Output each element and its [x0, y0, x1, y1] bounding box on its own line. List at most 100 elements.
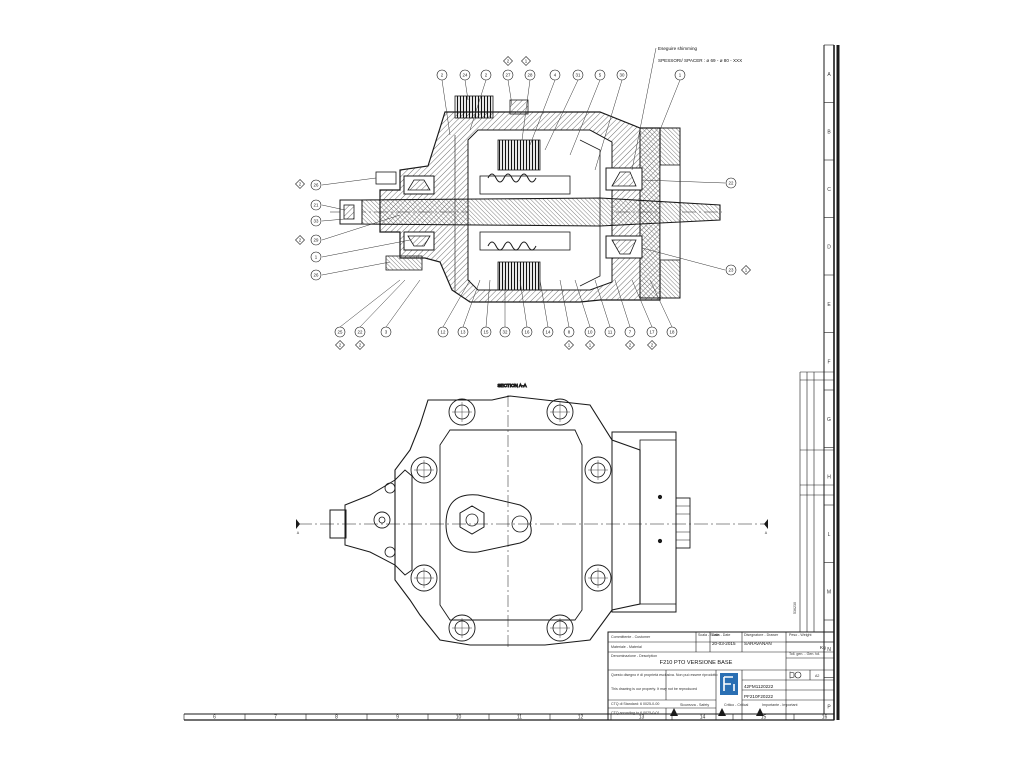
material-label: Materiale - Material	[611, 645, 642, 649]
balloon-left-33-label: 33	[314, 218, 319, 223]
scale-label: Scala - Scale	[698, 633, 719, 637]
balloon-top-4: 4	[549, 69, 561, 81]
diamond-left-2: 2	[295, 235, 305, 245]
balloon-bottom-11: 11	[604, 326, 616, 338]
diamond-left-1-label: 2	[299, 181, 302, 186]
grid-col-12: 12	[578, 715, 584, 721]
grid-row-D: D	[827, 244, 831, 250]
revision-strip	[799, 371, 834, 632]
balloon-left-33: 33	[310, 215, 322, 227]
balloon-top-2: 2	[436, 69, 448, 81]
diamond-left-1: 2	[295, 179, 305, 189]
balloon-top-27: 27	[502, 69, 514, 81]
balloon-bottom-25: 25	[334, 326, 346, 338]
balloon-right-22-label: 22	[729, 180, 734, 185]
grid-col-11: 11	[517, 715, 522, 721]
spacer-note: SPESSORI/ SPACER : ø 69 - ø 80 - XXX	[658, 58, 742, 63]
drawing-title: F210 PTO VERSIONE BASE	[660, 660, 733, 666]
fixing-bolt	[385, 255, 423, 271]
hex-nut	[459, 505, 485, 535]
title-block	[607, 631, 835, 721]
section-mark-right: A	[765, 531, 768, 535]
grid-row-N: N	[827, 647, 831, 653]
grid-row-C: C	[827, 187, 831, 193]
bolt-boss	[410, 456, 438, 484]
return-spring-upper	[487, 173, 537, 183]
side-number: 536230	[793, 602, 797, 614]
legend-safety: Sicurezza - Safety	[680, 703, 709, 707]
balloon-left-26-label: 26	[314, 182, 319, 187]
grid-row-M: M	[827, 589, 831, 595]
diamond-top-1-label: 1	[525, 58, 528, 63]
balloon-right-23-label: 23	[729, 267, 734, 272]
balloon-left-29-label: 29	[314, 237, 319, 242]
balloon-top-1: 1	[674, 69, 686, 81]
bearing-rear-upper	[403, 175, 435, 195]
balloon-top-2-label: 2	[485, 72, 488, 77]
bolt-boss	[546, 398, 574, 426]
balloon-right-22: 22	[725, 177, 737, 189]
balloon-bottom-25-label: 25	[338, 329, 343, 334]
diamond-bottom-4-label: 2	[629, 342, 632, 347]
balloon-bottom-7-label: 7	[629, 329, 632, 334]
shimming-note: Eseguire shimming	[658, 46, 698, 51]
balloon-right-23: 23	[725, 264, 737, 276]
grid-row-L: L	[828, 532, 831, 538]
balloon-bottom-10: 10	[584, 326, 596, 338]
date-label: Data - Date	[712, 633, 730, 637]
balloon-bottom-10-label: 10	[588, 329, 593, 334]
bearing-front-upper	[605, 167, 643, 191]
housing-outline	[394, 395, 641, 646]
balloon-top-4-label: 4	[554, 72, 557, 77]
balloon-top-5-label: 5	[599, 72, 602, 77]
balloon-left-26-label: 26	[314, 272, 319, 277]
section-title: SECTION A-A	[497, 383, 527, 388]
balloon-top-24-label: 24	[463, 72, 468, 77]
drawing-date: 20-03-2015	[712, 641, 736, 646]
diamond-bottom-4: 2	[625, 340, 635, 350]
bolt-boss	[584, 456, 612, 484]
diamond-bottom-3: 1	[585, 340, 595, 350]
balloon-left-21-label: 21	[314, 202, 319, 207]
grid-row-G: G	[827, 417, 831, 423]
bolt-boss	[584, 564, 612, 592]
return-spring-lower	[487, 241, 537, 251]
balloon-left-26: 26	[310, 269, 322, 281]
grid-col-9: 9	[396, 715, 399, 721]
balloon-bottom-15: 15	[480, 326, 492, 338]
mounting-flange	[611, 431, 677, 613]
control-lever	[445, 494, 532, 553]
grid-col-10: 10	[456, 715, 462, 721]
balloon-bottom-14-label: 14	[546, 329, 551, 334]
grid-row-A: A	[827, 72, 831, 78]
grid-col-6: 6	[213, 715, 216, 721]
shaft-end-plug	[343, 204, 355, 220]
legend-critical: Critico - Critical	[724, 703, 749, 707]
weight-unit: Kg	[820, 645, 826, 650]
drawing-code: 42FM1120222	[744, 684, 774, 689]
bearing-rear-lower	[403, 231, 435, 251]
balloon-bottom-11-label: 11	[608, 329, 613, 334]
disclaimer-it: Questo disegno è di proprietà esclusiva.…	[611, 673, 717, 677]
diamond-bottom-0: 2	[335, 340, 345, 350]
output-shaft	[359, 197, 721, 227]
diamond-bottom-5-label: 2	[651, 342, 654, 347]
general-tolerance-label: Toll. gen. - Gen. tol.	[789, 652, 820, 656]
balloon-bottom-13: 13	[457, 326, 469, 338]
balloon-left-21: 21	[310, 199, 322, 211]
weight-label: Peso - Weight	[789, 633, 812, 637]
balloon-bottom-18-label: 18	[670, 329, 675, 334]
grid-row-P: P	[827, 704, 831, 710]
bolt-boss	[546, 614, 574, 642]
diamond-right: 1	[741, 265, 751, 275]
bolt-boss	[448, 614, 476, 642]
diamond-bottom-3-label: 1	[589, 342, 592, 347]
diamond-top-2: 2	[503, 56, 513, 66]
balloon-top-27-label: 27	[506, 72, 511, 77]
top-plug	[509, 99, 529, 115]
valve-body	[375, 171, 397, 185]
balloon-top-28-label: 28	[528, 72, 533, 77]
part-code: PF210F20222	[744, 694, 774, 699]
